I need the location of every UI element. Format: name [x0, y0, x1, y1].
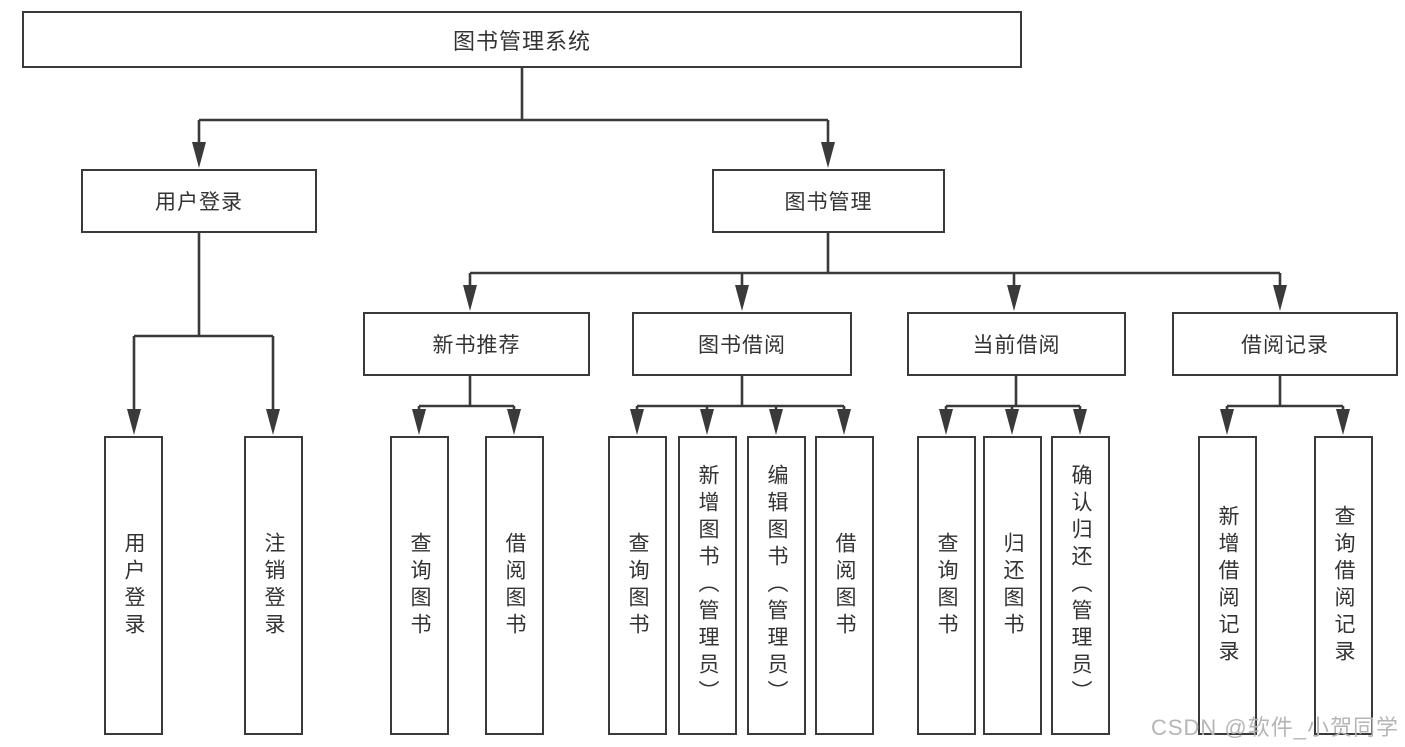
leaf-query-borrow-record: 查询借阅记录 [1314, 436, 1373, 735]
leaf-query-books-current: 查询图书 [917, 436, 976, 735]
leaf-add-borrow-record: 新增借阅记录 [1198, 436, 1257, 735]
leaf-edit-book-admin: 编辑图书（管理员） [747, 436, 806, 735]
leaf-user-login: 用户登录 [104, 436, 163, 735]
node-borrowing-records: 借阅记录 [1172, 312, 1398, 376]
node-new-book-recommendation: 新书推荐 [363, 312, 590, 376]
node-book-management: 图书管理 [712, 169, 945, 233]
leaf-return-books: 归还图书 [983, 436, 1042, 735]
leaf-confirm-return-admin: 确认归还（管理员） [1051, 436, 1110, 735]
leaf-borrow-books-borrowing: 借阅图书 [815, 436, 874, 735]
node-current-borrowing: 当前借阅 [907, 312, 1126, 376]
leaf-borrow-books-recommend: 借阅图书 [485, 436, 544, 735]
leaf-add-book-admin: 新增图书（管理员） [678, 436, 737, 735]
watermark-text: CSDN @软件_小贺同学 [1150, 715, 1399, 740]
node-user-login: 用户登录 [81, 169, 317, 233]
leaf-query-books-recommend: 查询图书 [390, 436, 449, 735]
leaf-logout: 注销登录 [244, 436, 303, 735]
node-book-borrowing: 图书借阅 [632, 312, 852, 376]
leaf-query-books-borrowing: 查询图书 [608, 436, 667, 735]
node-library-management-system: 图书管理系统 [22, 11, 1022, 68]
